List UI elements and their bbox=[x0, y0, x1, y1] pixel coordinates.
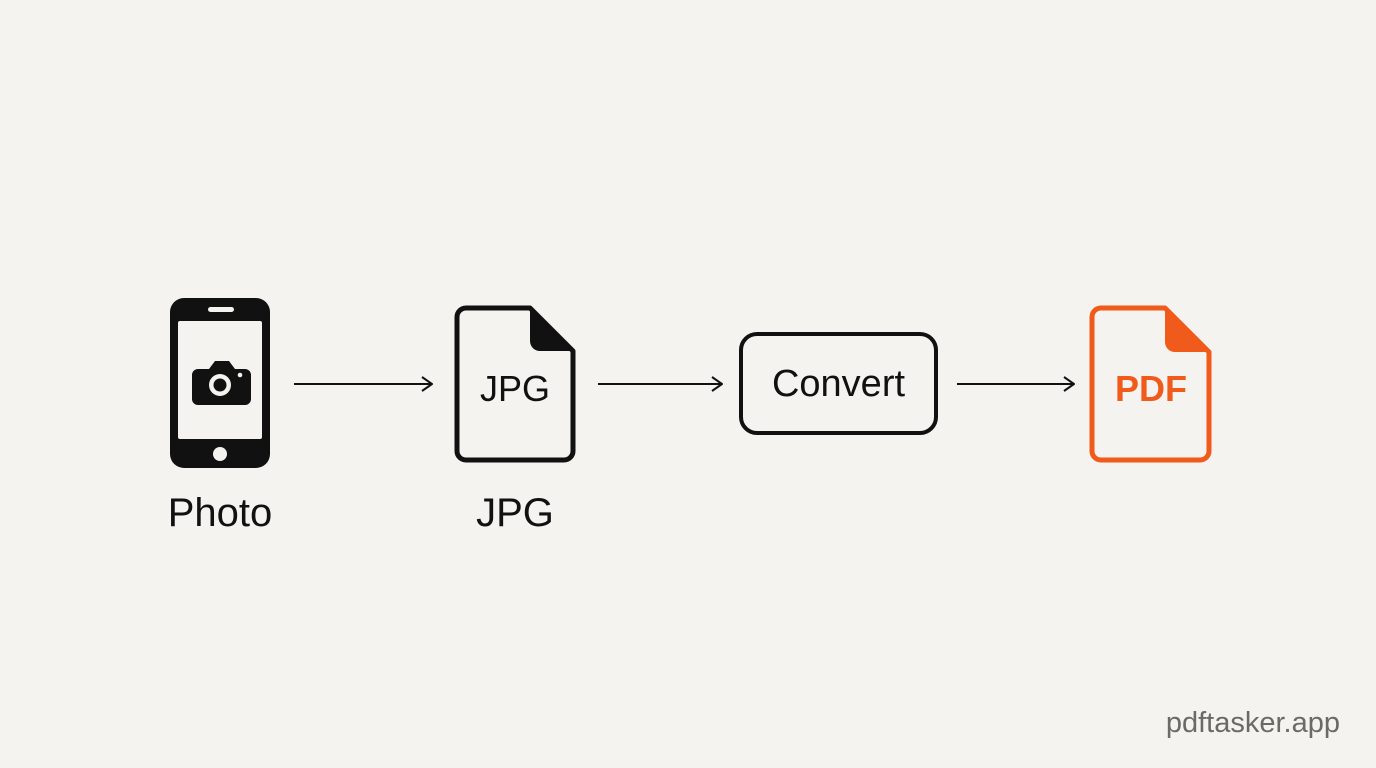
phone-home-button bbox=[213, 447, 227, 461]
jpg-file-corner-fold bbox=[530, 308, 573, 351]
arrow-photo-to-jpg bbox=[294, 376, 433, 392]
step-label-jpg: JPG bbox=[476, 491, 554, 535]
watermark-text: pdftasker.app bbox=[1165, 707, 1340, 739]
pdf-file-outline bbox=[1089, 305, 1212, 463]
pdf-file-text: PDF bbox=[1115, 368, 1187, 409]
pdf-file-icon bbox=[1089, 305, 1212, 463]
smartphone-camera-icon bbox=[170, 298, 270, 468]
arrow-jpg-to-convert bbox=[598, 376, 723, 392]
phone-speaker bbox=[208, 307, 234, 312]
step-label-photo: Photo bbox=[167, 491, 273, 535]
camera-glyph bbox=[192, 361, 251, 405]
arrow-convert-to-pdf bbox=[957, 376, 1075, 392]
convert-step-box: Convert bbox=[739, 332, 938, 435]
jpg-file-outline bbox=[454, 305, 576, 463]
jpg-file-text: JPG bbox=[479, 368, 551, 409]
pdf-file-corner-fold bbox=[1165, 308, 1209, 352]
jpg-file-icon bbox=[454, 305, 576, 463]
